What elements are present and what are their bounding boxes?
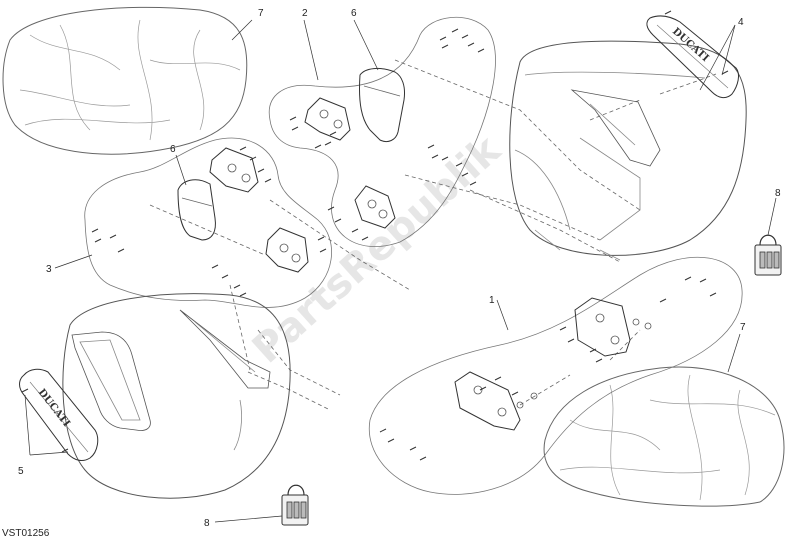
cover-bottom-right [543,366,785,507]
callout-8-bottom: 8 [204,518,210,529]
callout-5: 5 [18,466,24,477]
callout-7-top: 7 [258,8,264,19]
plate-upper [359,67,405,143]
padlock-bottom-icon [281,484,309,526]
callout-6-left: 6 [170,144,176,155]
padlock-right-icon [754,234,782,276]
assembly-dash-lines [149,59,717,411]
callouts: 7 2 6 4 6 8 3 1 7 5 8 [18,8,781,529]
mount-bracket-left-lower [265,227,309,273]
callout-1: 1 [489,295,495,306]
leader-lines [24,19,777,523]
diagram-code: VST01256 [2,528,50,539]
screws [21,10,729,461]
callout-3: 3 [46,264,52,275]
callout-8-right: 8 [775,188,781,199]
callout-4: 4 [738,17,744,28]
mount-bracket-left-upper [209,147,259,193]
callout-7-bottom: 7 [740,322,746,333]
svg-text:DUCATI: DUCATI [670,26,711,64]
mount-bracket-mid [354,185,396,229]
callout-2: 2 [302,8,308,19]
watermark: PartsRepublik [244,126,510,372]
badge-bottom-left [19,368,99,462]
mount-bracket-lower-right [574,297,652,357]
svg-text:DUCATI: DUCATI [36,387,72,429]
mount-bracket-upper [304,97,351,141]
mount-bracket-lower-left [454,371,538,431]
badge-top-right [646,15,740,99]
plate-left [177,179,216,241]
bracket-group-1-outline [368,256,743,495]
saddlebag-lower [62,293,291,499]
bracket-group-2-outline [268,16,496,247]
svg-text:PartsRepublik: PartsRepublik [244,126,510,372]
callout-6-top: 6 [351,8,357,19]
cover-top-left [2,6,248,155]
saddlebag-upper [509,40,747,261]
bracket-group-3-outline [84,137,332,308]
